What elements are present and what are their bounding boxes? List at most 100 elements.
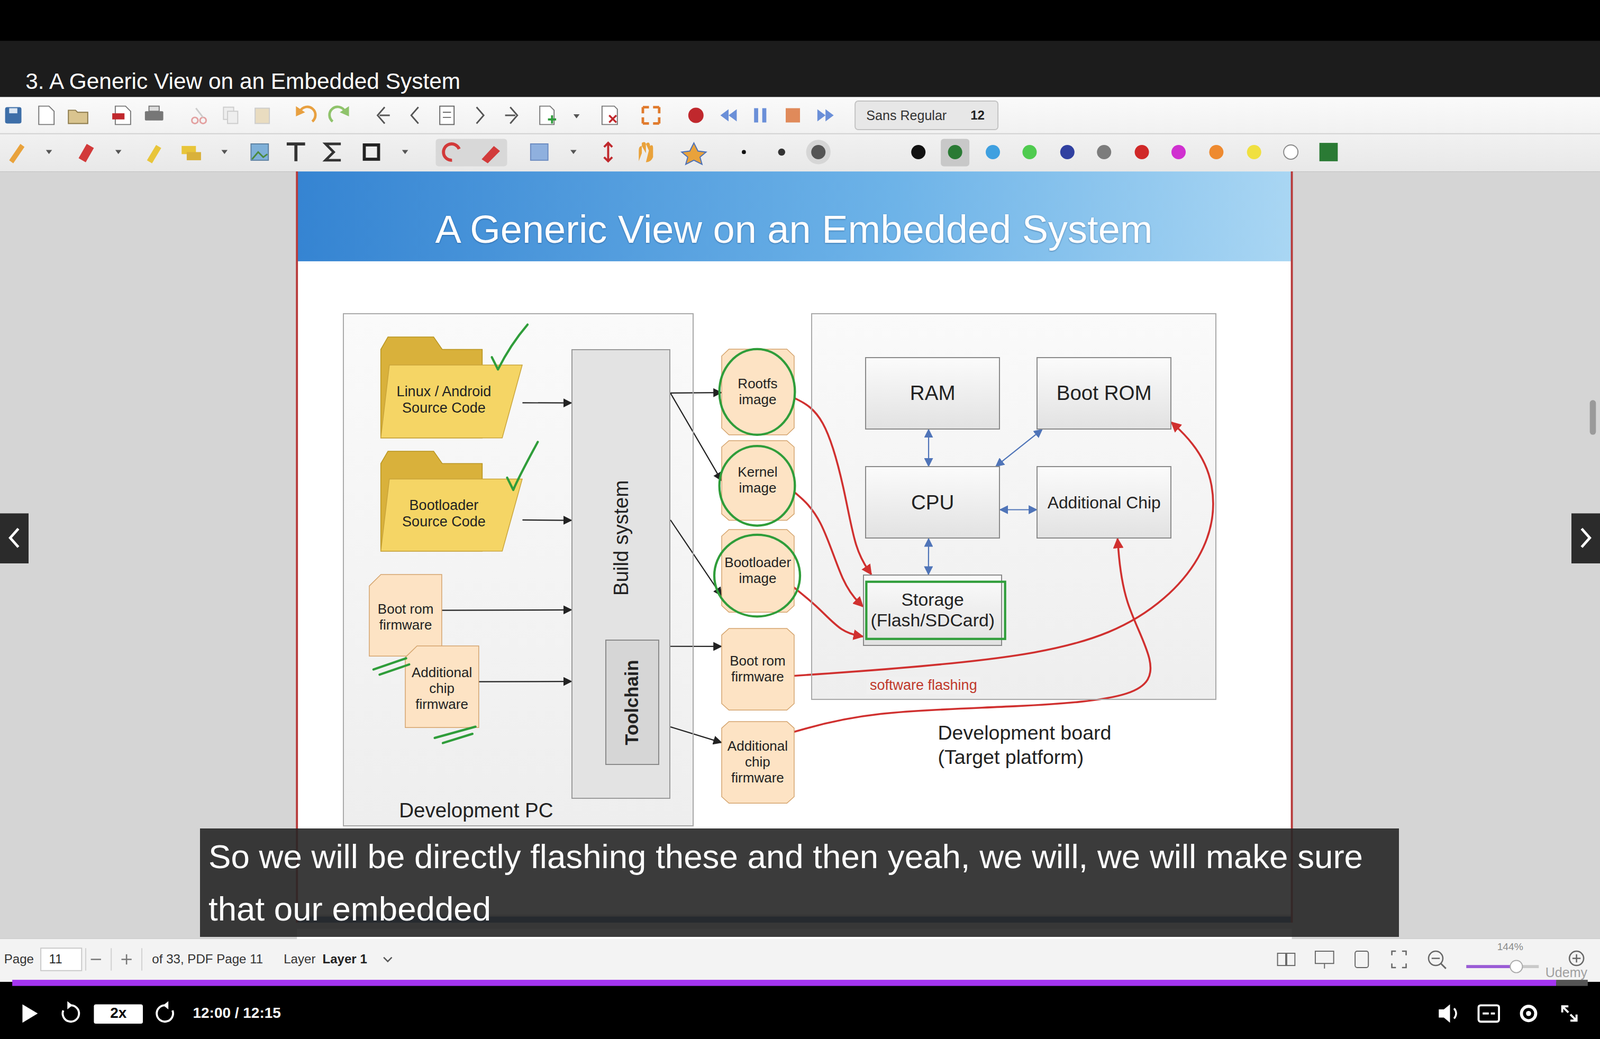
- toolbar-icons-part: [602, 106, 618, 125]
- toolbar-icons-part: [785, 108, 800, 123]
- toolbar-icons-part: [186, 151, 202, 160]
- document-canvas: [0, 171, 1600, 940]
- build-arrow: [670, 520, 722, 596]
- node-label: Toolchain: [621, 659, 643, 745]
- output-image: Rootfs image: [721, 349, 795, 435]
- status-bar-part: [141, 948, 143, 971]
- toolbar-icons-part: [642, 107, 660, 124]
- file-outline: [721, 628, 795, 711]
- node-label: Boot rom firmware: [372, 601, 439, 634]
- ui-label: Layer: [283, 951, 316, 967]
- build-arrow: [670, 646, 722, 648]
- toolbar-icons-part: [817, 108, 826, 122]
- toolbar-icons-part: [435, 138, 508, 167]
- green-pen-annotation-part: [714, 534, 800, 617]
- player-controls-part: [1562, 1006, 1577, 1021]
- toolbar-icons-part: [286, 143, 306, 162]
- green-pen-annotation-part: [719, 446, 796, 526]
- flashing-arrow: [793, 538, 1151, 732]
- toolbar-icons-part: [221, 150, 229, 155]
- flashing-arrow: [793, 422, 1213, 676]
- ui-label: of 33, PDF Page 11: [151, 951, 263, 967]
- source-folder: Bootloader Source Code: [379, 449, 523, 553]
- toolbar-icons-part: [339, 106, 349, 117]
- player-readout: 2x: [110, 1004, 127, 1022]
- firmware-file: Boot rom firmware: [369, 574, 442, 657]
- status-bar-part: [1286, 953, 1295, 966]
- toolbar-icons-part: [115, 150, 122, 155]
- folder-front: [380, 478, 523, 551]
- toolbar: [0, 96, 1600, 172]
- toolbar-icons-part: [250, 143, 269, 161]
- ui-label: 144%: [1497, 941, 1524, 953]
- toolbar-icons-part: [1283, 144, 1298, 160]
- node-label: Bootloader Source Code: [385, 497, 503, 531]
- file-outline: [721, 440, 795, 521]
- toolbar-icons-part: [1208, 144, 1224, 160]
- host-pc-panel: Development PCLinux / Android Source Cod…: [342, 313, 694, 827]
- toolbar-icons-part: [377, 107, 390, 124]
- bus-arrow: [995, 429, 1042, 467]
- player-controls-part: [1525, 1011, 1532, 1017]
- green-pen-annotation-part: [866, 582, 1005, 640]
- file-outline: [721, 349, 795, 435]
- toolbar-icons: [5, 101, 1339, 167]
- firmware-file: Additional chip firmware: [405, 646, 479, 728]
- toolbar-icons-part: [46, 150, 53, 155]
- status-bar-part: [0, 939, 1600, 983]
- toolbar-icons-part: [68, 110, 88, 124]
- green-pen-annotation-part: [492, 324, 529, 370]
- toolbar-icons-part: [505, 107, 518, 124]
- status-bar-part: [1323, 963, 1325, 969]
- nav-button-part: [1581, 528, 1590, 548]
- toolbar-icons-part: [985, 144, 1000, 160]
- ui-label: Sans Regular: [866, 107, 947, 124]
- toolbar-icons-part: [1134, 144, 1150, 160]
- toolbar-icons-part: [762, 108, 767, 123]
- hardware-block: Boot ROM: [1036, 357, 1172, 430]
- toolbar-icons-part: [481, 146, 500, 164]
- status-bar-part: [1315, 951, 1334, 964]
- bus-arrow: [928, 538, 930, 575]
- toolbar-icons-part: [443, 143, 460, 161]
- status-bar-part: [1569, 951, 1584, 966]
- green-pen-annotation-part: [507, 441, 539, 490]
- node-label: Storage (Flash/SDCard): [869, 589, 997, 631]
- toolbar-icons-part: [1060, 144, 1075, 160]
- status-bar-part: [1440, 963, 1447, 969]
- build-arrow: [670, 393, 722, 481]
- toolbar-icons-part: [573, 114, 580, 119]
- toolbar-icons-part: [1096, 144, 1112, 160]
- toolbar-icons-part: [439, 106, 454, 125]
- toolbar-icons-part: [608, 115, 617, 123]
- toolbar-icons-part: [688, 107, 704, 124]
- green-pen-annotation: [373, 324, 1006, 744]
- node-label: Rootfs image: [724, 376, 791, 408]
- flashing-arrow: [793, 397, 871, 575]
- status-bar: [0, 939, 1600, 983]
- player-controls-part: [1453, 1008, 1457, 1019]
- toolbar-icons-part: [227, 111, 238, 124]
- page-border: [296, 171, 1292, 923]
- node-label: Bootloader image: [724, 555, 791, 587]
- nav-button-part: [1571, 513, 1600, 564]
- toolbar-icons-part: [147, 144, 162, 164]
- toolbar-icons-part: [1319, 142, 1339, 162]
- video-title: 3. A Generic View on an Embedded System: [25, 68, 461, 95]
- build-arrow: [522, 402, 572, 404]
- toolbar-icons-part: [638, 142, 653, 163]
- panel-ground: [811, 313, 1217, 700]
- toolbar-icons-part: [8, 143, 25, 164]
- toolbar-icons-part: [863, 142, 873, 162]
- edge-label: software flashing: [866, 677, 981, 694]
- status-bar-part: [1575, 954, 1578, 963]
- status-bar-part: [1392, 951, 1407, 968]
- file-outline: [405, 646, 479, 728]
- status-bar-part: [91, 958, 102, 961]
- toolbar-icons-part: [741, 150, 747, 155]
- toolbar-divider: [0, 133, 1600, 135]
- slide-title: A Generic View on an Embedded System: [434, 206, 1153, 252]
